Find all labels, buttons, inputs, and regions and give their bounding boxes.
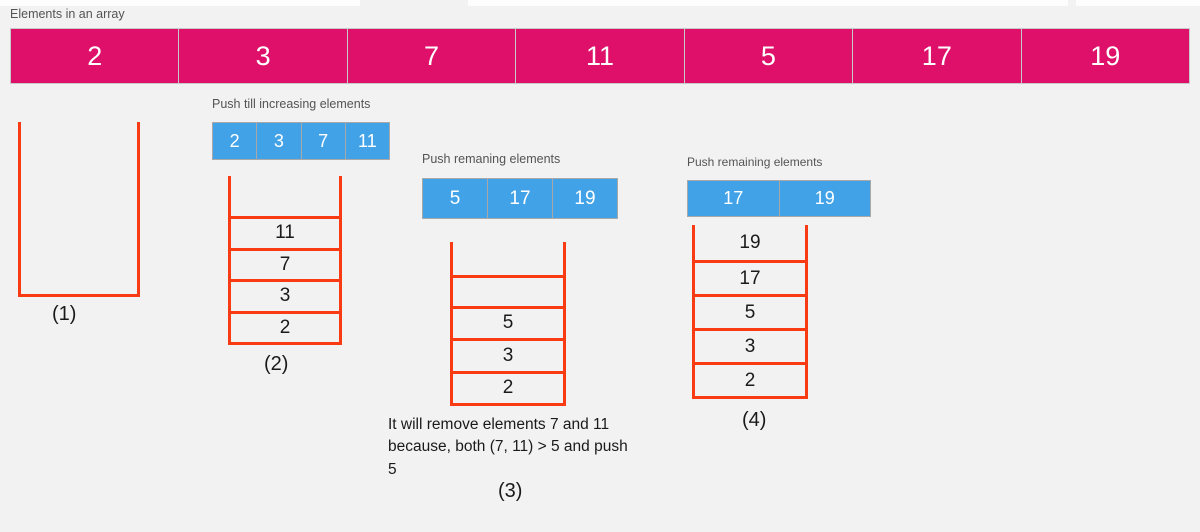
array-cell: 5	[684, 29, 854, 83]
queue-cell: 11	[345, 123, 389, 159]
stack-slot: 11	[231, 216, 339, 247]
source-array: 2 3 7 11 5 17 19	[10, 28, 1190, 84]
stack-slot: 19	[739, 232, 761, 253]
stack-slot: 5	[453, 305, 563, 338]
stack-slot-blank	[453, 242, 563, 275]
chrome-band-left	[0, 0, 360, 6]
chrome-band-center	[468, 0, 1068, 6]
step4-title-label: Push remaining elements	[687, 155, 823, 169]
array-cell: 3	[179, 29, 348, 83]
stack-slot: 2	[695, 362, 805, 396]
stack-slot: 3	[453, 338, 563, 370]
stack-step-2: 11 7 3 2	[228, 176, 342, 345]
stack-slot: 2	[453, 370, 563, 403]
stack-slot: 17	[695, 260, 805, 294]
queue-cell: 3	[257, 123, 302, 159]
queue-cell: 5	[423, 179, 488, 218]
stack-step-3: 5 3 2	[450, 242, 566, 406]
stack-slot: 3	[695, 328, 805, 362]
stack-step-1	[18, 122, 140, 297]
array-cell: 7	[347, 29, 517, 83]
queue-step-2: 2 3 7 11	[212, 122, 390, 160]
figure-number-3: (3)	[498, 480, 523, 502]
array-cell: 17	[853, 29, 1022, 83]
step3-title-label: Push remaning elements	[422, 152, 561, 166]
chrome-band-right	[1076, 0, 1200, 6]
queue-cell: 17	[688, 181, 780, 216]
figure-number-2: (2)	[264, 353, 289, 375]
queue-cell: 2	[213, 123, 258, 159]
stack-slot: 3	[231, 279, 339, 310]
queue-cell: 19	[553, 179, 617, 218]
queue-cell: 17	[488, 179, 553, 218]
queue-step-4: 17 19	[687, 180, 871, 217]
stack-slot: 2	[231, 310, 339, 342]
stack-slot-empty	[453, 275, 563, 305]
step3-note: It will remove elements 7 and 11 because…	[388, 416, 628, 478]
figure-number-1: (1)	[52, 303, 77, 325]
array-title-label: Elements in an array	[10, 7, 125, 21]
figure-number-4: (4)	[742, 409, 767, 431]
array-cell: 11	[516, 29, 685, 83]
stack-step-4: 19 17 5 3 2	[692, 225, 808, 399]
array-cell: 2	[11, 29, 180, 83]
queue-step-3: 5 17 19	[422, 178, 618, 219]
stack-slot: 7	[231, 247, 339, 279]
queue-cell: 7	[301, 123, 346, 159]
stack-slot-empty	[231, 176, 339, 216]
array-cell: 19	[1021, 29, 1189, 83]
stack-slot: 5	[695, 294, 805, 328]
queue-cell: 19	[779, 181, 870, 216]
step2-title-label: Push till increasing elements	[212, 97, 371, 111]
